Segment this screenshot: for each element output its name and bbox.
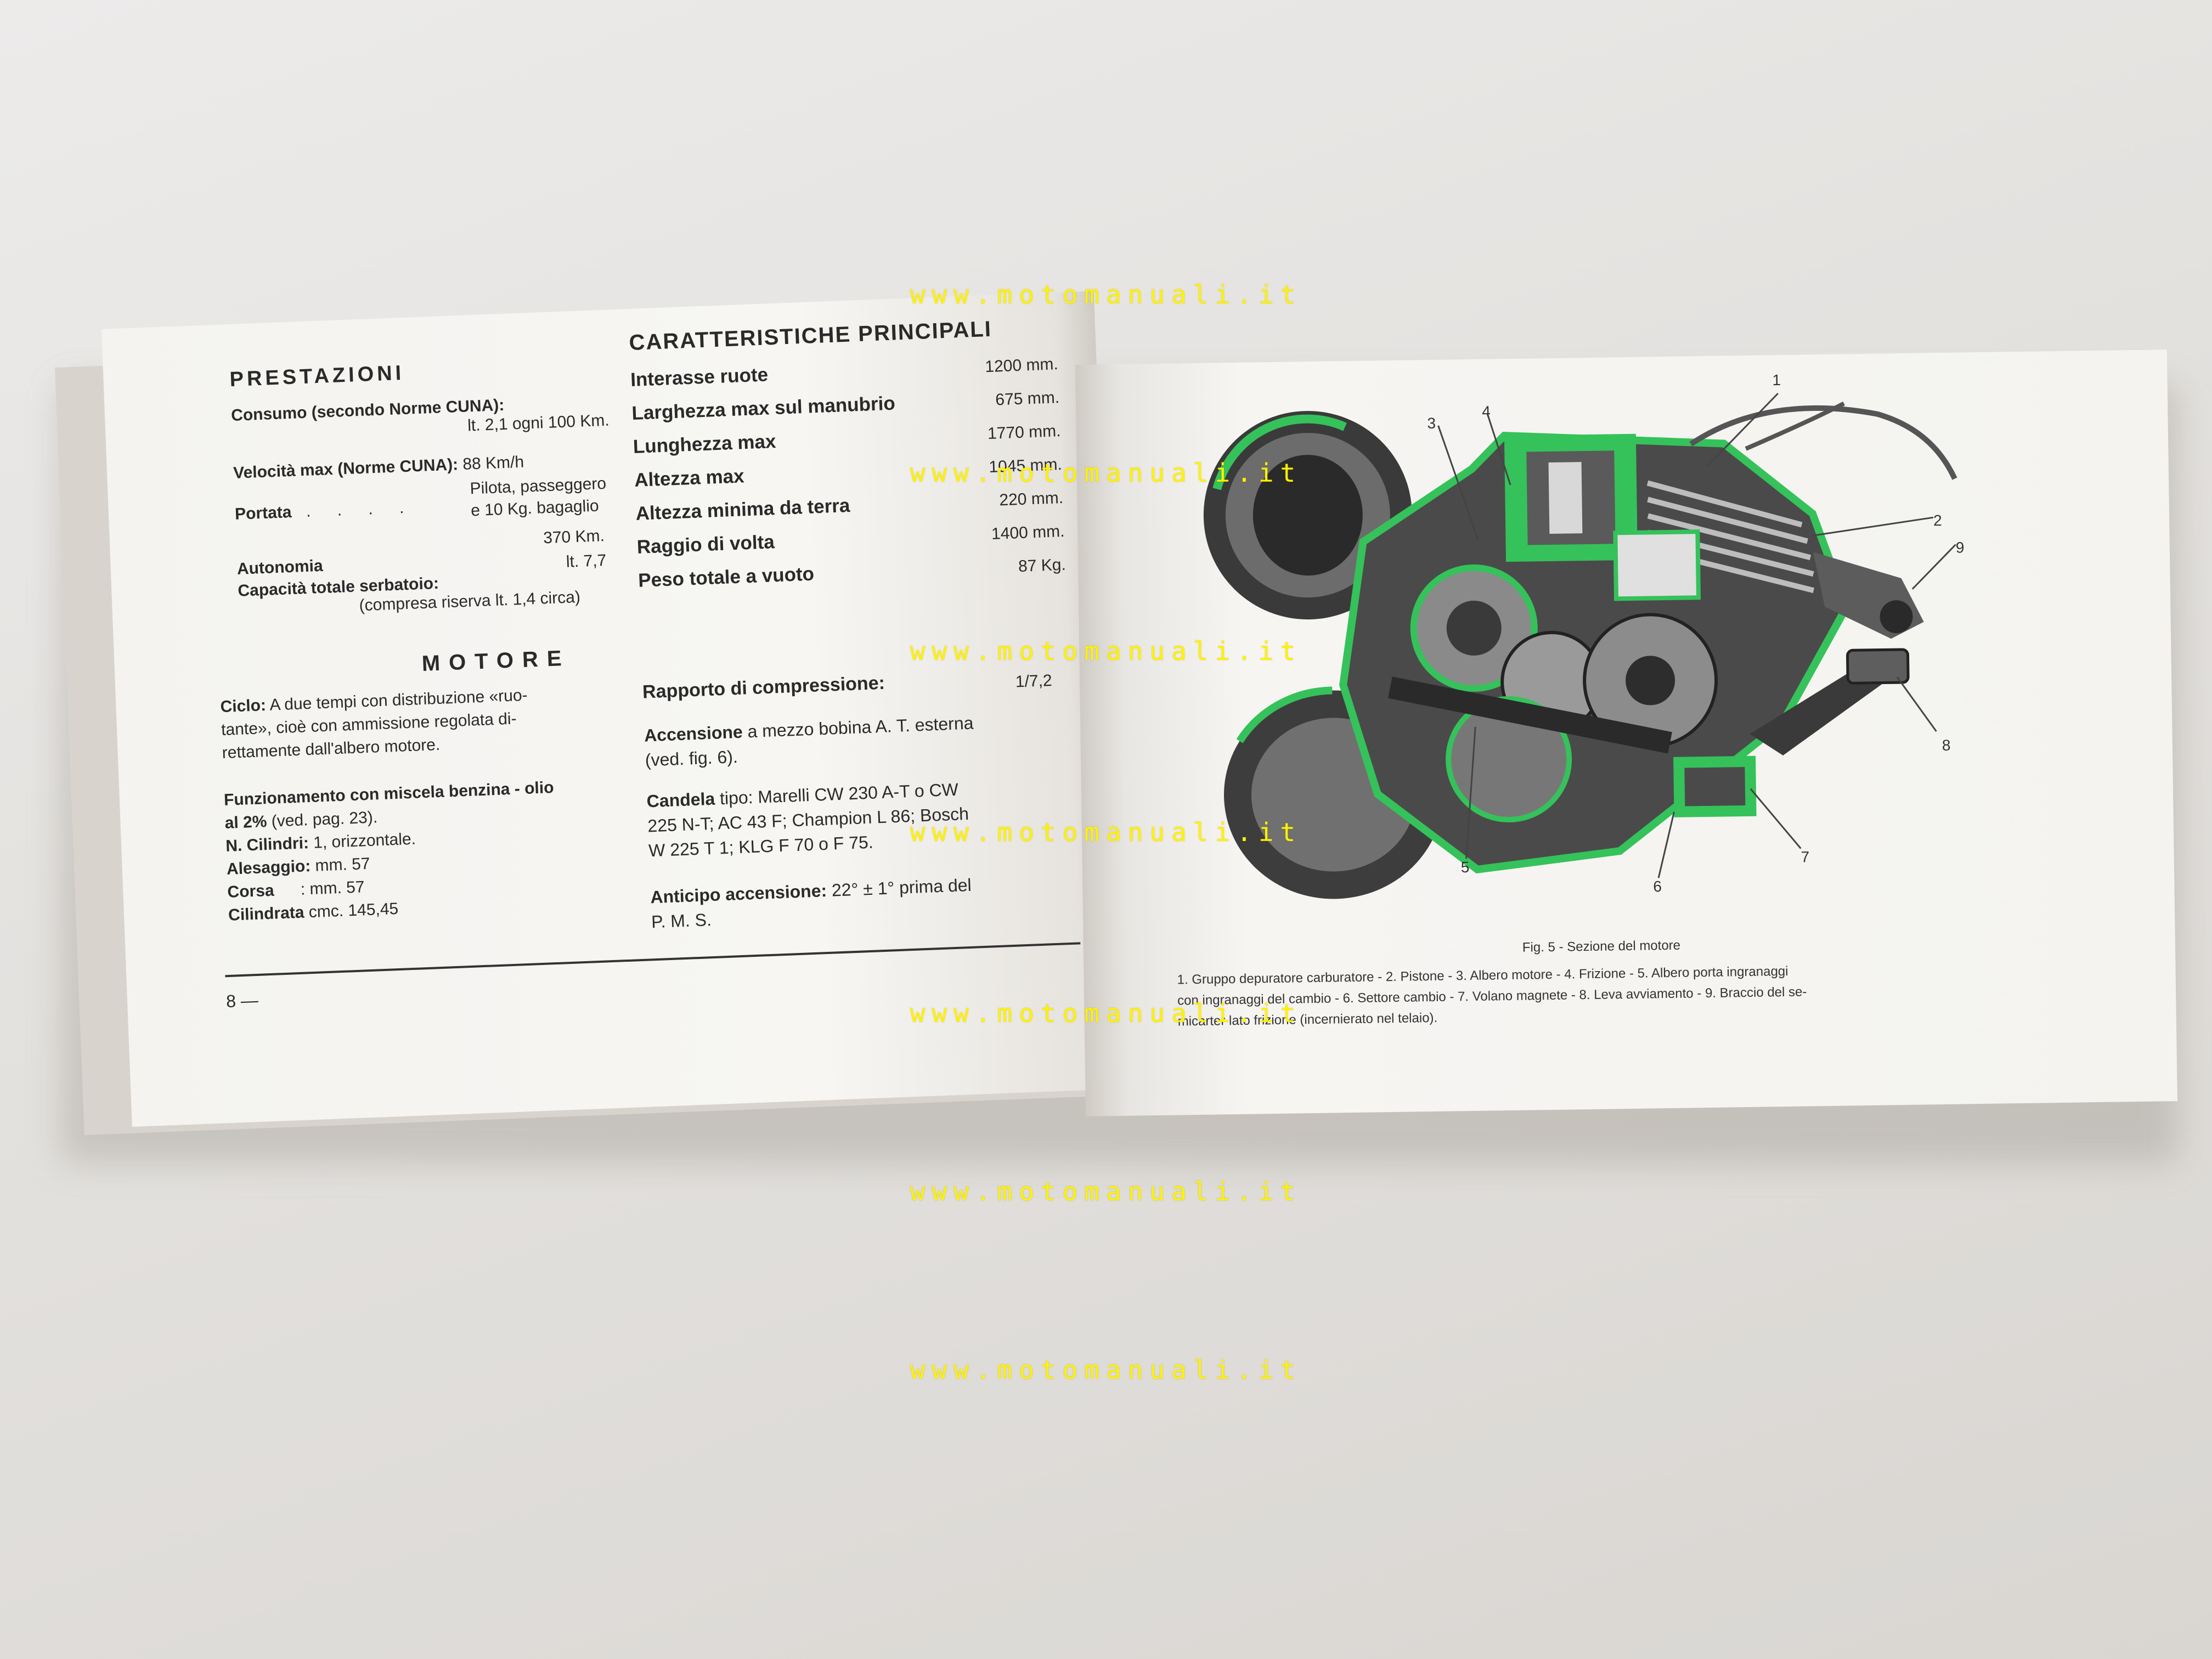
watermark-text: www.motomanuali.it [910, 1177, 1302, 1206]
watermark-text: www.motomanuali.it [910, 1355, 1302, 1385]
ciclo-line-3: rettamente dall'albero motore. [222, 735, 441, 763]
callout-2: 2 [1933, 511, 1942, 529]
watermark-text: www.motomanuali.it [910, 458, 1302, 488]
consumo-label: Consumo (secondo Norme CUNA): [230, 396, 505, 425]
cilindrata-line: Cilindrata cmc. 145,45 [228, 900, 399, 924]
capacita-value: lt. 7,7 [566, 551, 607, 571]
prestazioni-title: PRESTAZIONI [229, 361, 405, 392]
rapporto-value: 1/7,2 [1015, 671, 1053, 691]
bottom-rule [225, 942, 1081, 978]
accensione-line-2: (ved. fig. 6). [645, 747, 738, 770]
callout-6: 6 [1653, 878, 1662, 895]
portata-value-2: e 10 Kg. bagaglio [470, 496, 600, 520]
autonomia-label: Autonomia [236, 556, 324, 578]
accensione-line-1: Accensione a mezzo bobina A. T. esterna [644, 713, 974, 746]
callout-8: 8 [1942, 736, 1951, 754]
callout-4: 4 [1482, 403, 1491, 420]
watermark-text: www.motomanuali.it [910, 998, 1302, 1028]
corsa-line: Corsa : mm. 57 [227, 878, 365, 901]
alesaggio-line: Alesaggio: mm. 57 [226, 854, 371, 878]
rapporto-label: Rapporto di compressione: [642, 672, 885, 703]
watermark-text: www.motomanuali.it [910, 280, 1302, 309]
figure-caption-line-1: 1. Gruppo depuratore carburatore - 2. Pi… [1177, 963, 1788, 988]
callout-9: 9 [1955, 539, 1965, 556]
callout-5: 5 [1460, 859, 1470, 876]
caratteristiche-title: CARATTERISTICHE PRINCIPALI [628, 317, 992, 356]
callout-7: 7 [1801, 848, 1810, 866]
callout-1: 1 [1772, 371, 1781, 389]
figure-title: Fig. 5 - Sezione del motore [1522, 938, 1681, 955]
engine-cutaway-illustration [1203, 393, 1957, 899]
funzionamento-label: Funzionamento con miscela benzina - olio [223, 778, 555, 810]
anticipo-line-1: Anticipo accensione: 22° ± 1° prima del [650, 874, 972, 907]
callout-3: 3 [1427, 414, 1436, 432]
portata-label: Portata [234, 503, 292, 523]
watermark-text: www.motomanuali.it [910, 817, 1302, 847]
autonomia-value: 370 Km. [543, 527, 605, 548]
anticipo-line-2: P. M. S. [651, 910, 712, 932]
portata-dots: . . . . [306, 498, 415, 521]
watermark-text: www.motomanuali.it [910, 636, 1302, 666]
right-page: 1 2 3 4 5 6 7 8 9 Fig. 5 - Sezione del m… [1075, 349, 2177, 1116]
